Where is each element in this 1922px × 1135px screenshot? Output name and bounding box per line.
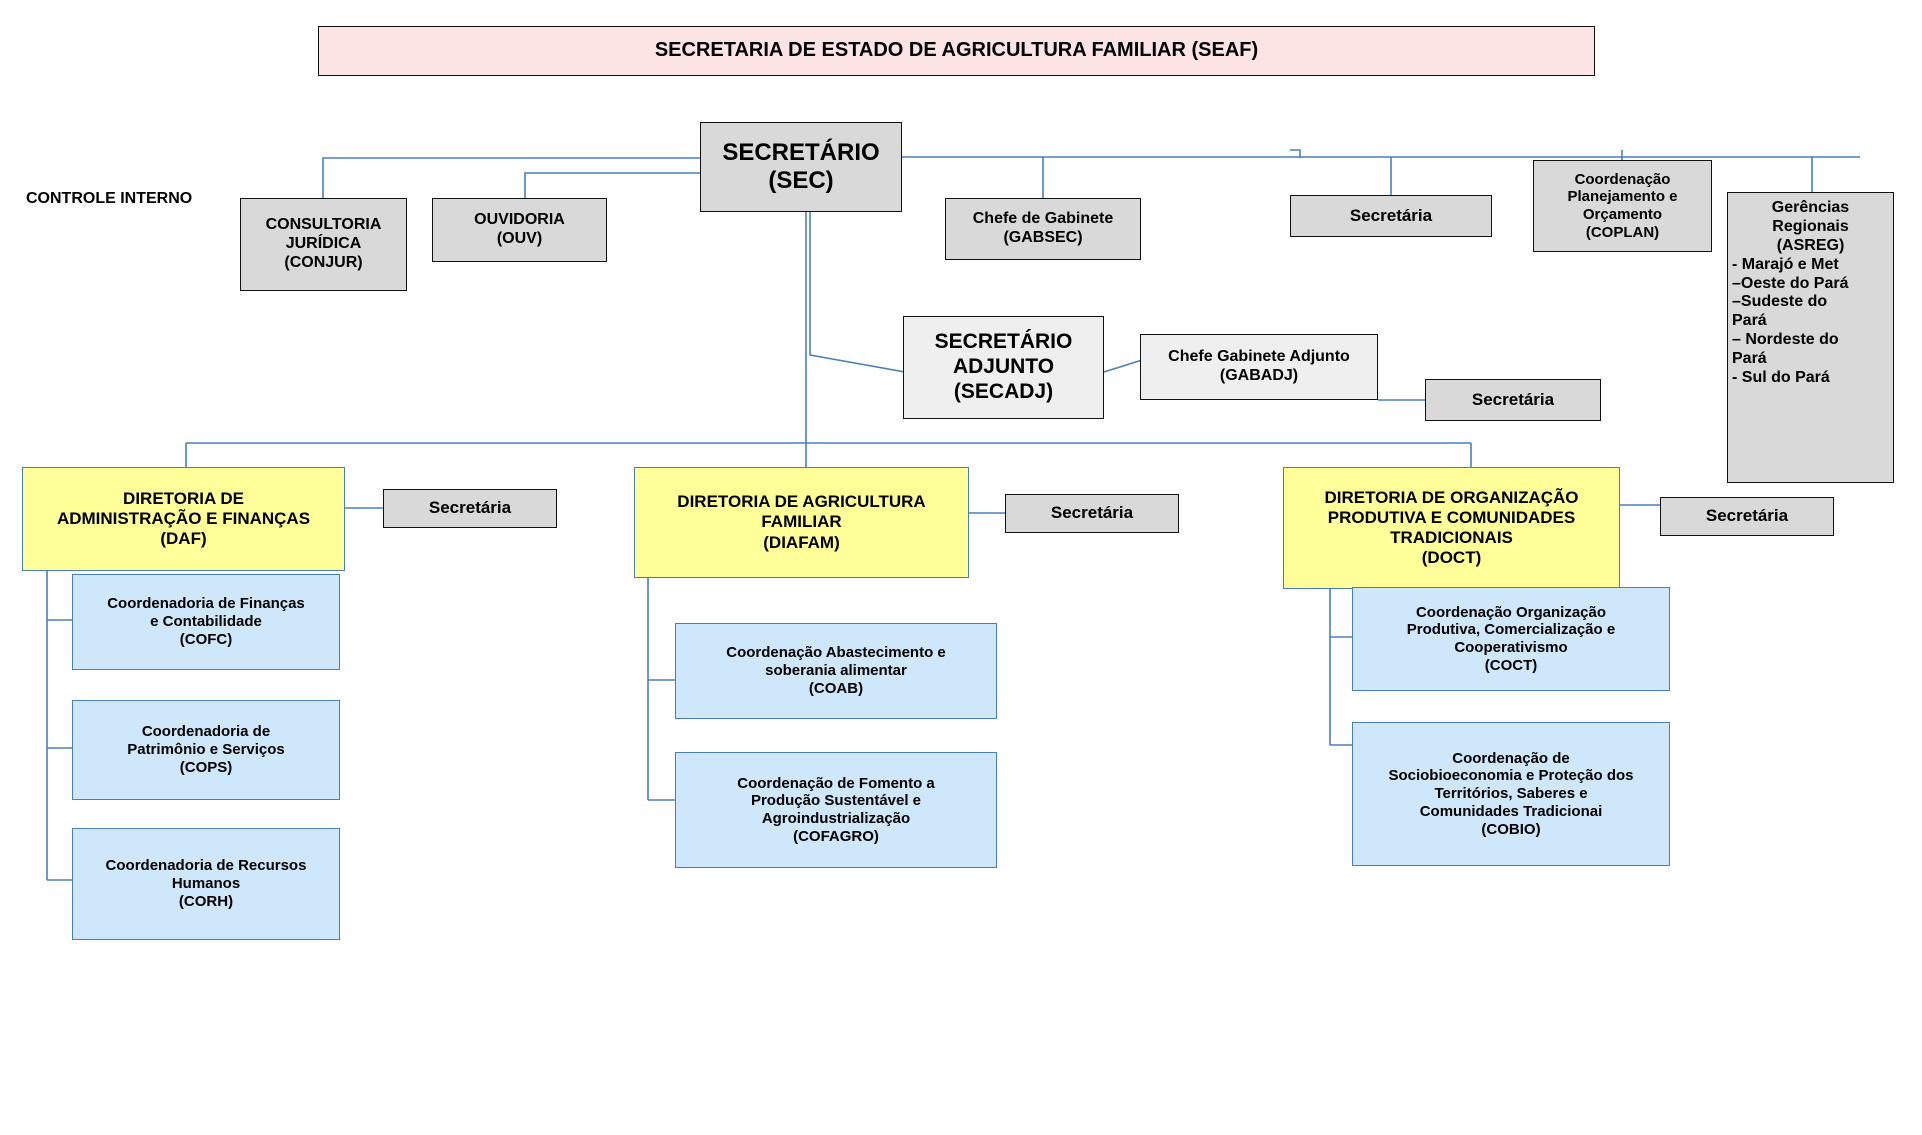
node-conjur[interactable]: CONSULTORIA JURÍDICA (CONJUR) xyxy=(240,198,407,291)
node-secadj[interactable]: SECRETÁRIO ADJUNTO (SECADJ) xyxy=(903,316,1104,419)
node-cofc[interactable]: Coordenadoria de Finanças e Contabilidad… xyxy=(72,574,340,670)
asreg-title-l1: Gerências xyxy=(1771,199,1850,216)
asreg-title-l2: Regionais xyxy=(1772,217,1849,235)
asreg-item: Pará xyxy=(1732,350,1767,367)
node-secretaria-sec[interactable]: Secretária xyxy=(1290,195,1492,237)
node-coct[interactable]: Coordenação Organização Produtiva, Comer… xyxy=(1352,587,1670,691)
node-secretaria-daf[interactable]: Secretária xyxy=(383,489,557,528)
controle-interno-label: CONTROLE INTERNO xyxy=(26,189,193,207)
node-secretaria-doct[interactable]: Secretária xyxy=(1660,497,1834,536)
node-gabsec[interactable]: Chefe de Gabinete (GABSEC) xyxy=(945,198,1141,260)
asreg-title-l3: (ASREG) xyxy=(1776,236,1845,254)
asreg-item: –Oeste do Pará xyxy=(1732,274,1849,292)
node-secretaria-diafam[interactable]: Secretária xyxy=(1005,494,1179,533)
node-cops[interactable]: Coordenadoria de Patrimônio e Serviços (… xyxy=(72,700,340,800)
node-cobio[interactable]: Coordenação de Sociobioeconomia e Proteç… xyxy=(1352,722,1670,866)
node-gabadj[interactable]: Chefe Gabinete Adjunto (GABADJ) xyxy=(1140,334,1378,400)
node-asreg[interactable]: Gerências Regionais (ASREG) - Marajó e M… xyxy=(1727,192,1894,483)
page-title: SECRETARIA DE ESTADO DE AGRICULTURA FAMI… xyxy=(654,39,1259,62)
asreg-item: –Sudeste do xyxy=(1732,293,1828,311)
node-secretaria-adjunto[interactable]: Secretária xyxy=(1425,379,1601,421)
node-corh[interactable]: Coordenadoria de Recursos Humanos (CORH) xyxy=(72,828,340,940)
node-cofagro[interactable]: Coordenação de Fomento a Produção Susten… xyxy=(675,752,997,868)
node-diafam[interactable]: DIRETORIA DE AGRICULTURA FAMILIAR (DIAFA… xyxy=(634,467,969,578)
header-title-box: SECRETARIA DE ESTADO DE AGRICULTURA FAMI… xyxy=(318,26,1595,76)
node-coab[interactable]: Coordenação Abastecimento e soberania al… xyxy=(675,623,997,719)
node-coplan[interactable]: Coordenação Planejamento e Orçamento (CO… xyxy=(1533,160,1712,252)
node-ouvidoria[interactable]: OUVIDORIA (OUV) xyxy=(432,198,607,262)
asreg-item: - Sul do Pará xyxy=(1732,368,1830,386)
asreg-item: Pará xyxy=(1732,312,1767,330)
asreg-item: - Marajó e Met xyxy=(1732,255,1839,273)
node-daf[interactable]: DIRETORIA DE ADMINISTRAÇÃO E FINANÇAS (D… xyxy=(22,467,345,571)
node-doct[interactable]: DIRETORIA DE ORGANIZAÇÃO PRODUTIVA E COM… xyxy=(1283,467,1620,589)
asreg-item: – Nordeste do xyxy=(1732,331,1839,349)
node-secretario[interactable]: SECRETÁRIO (SEC) xyxy=(700,122,902,212)
